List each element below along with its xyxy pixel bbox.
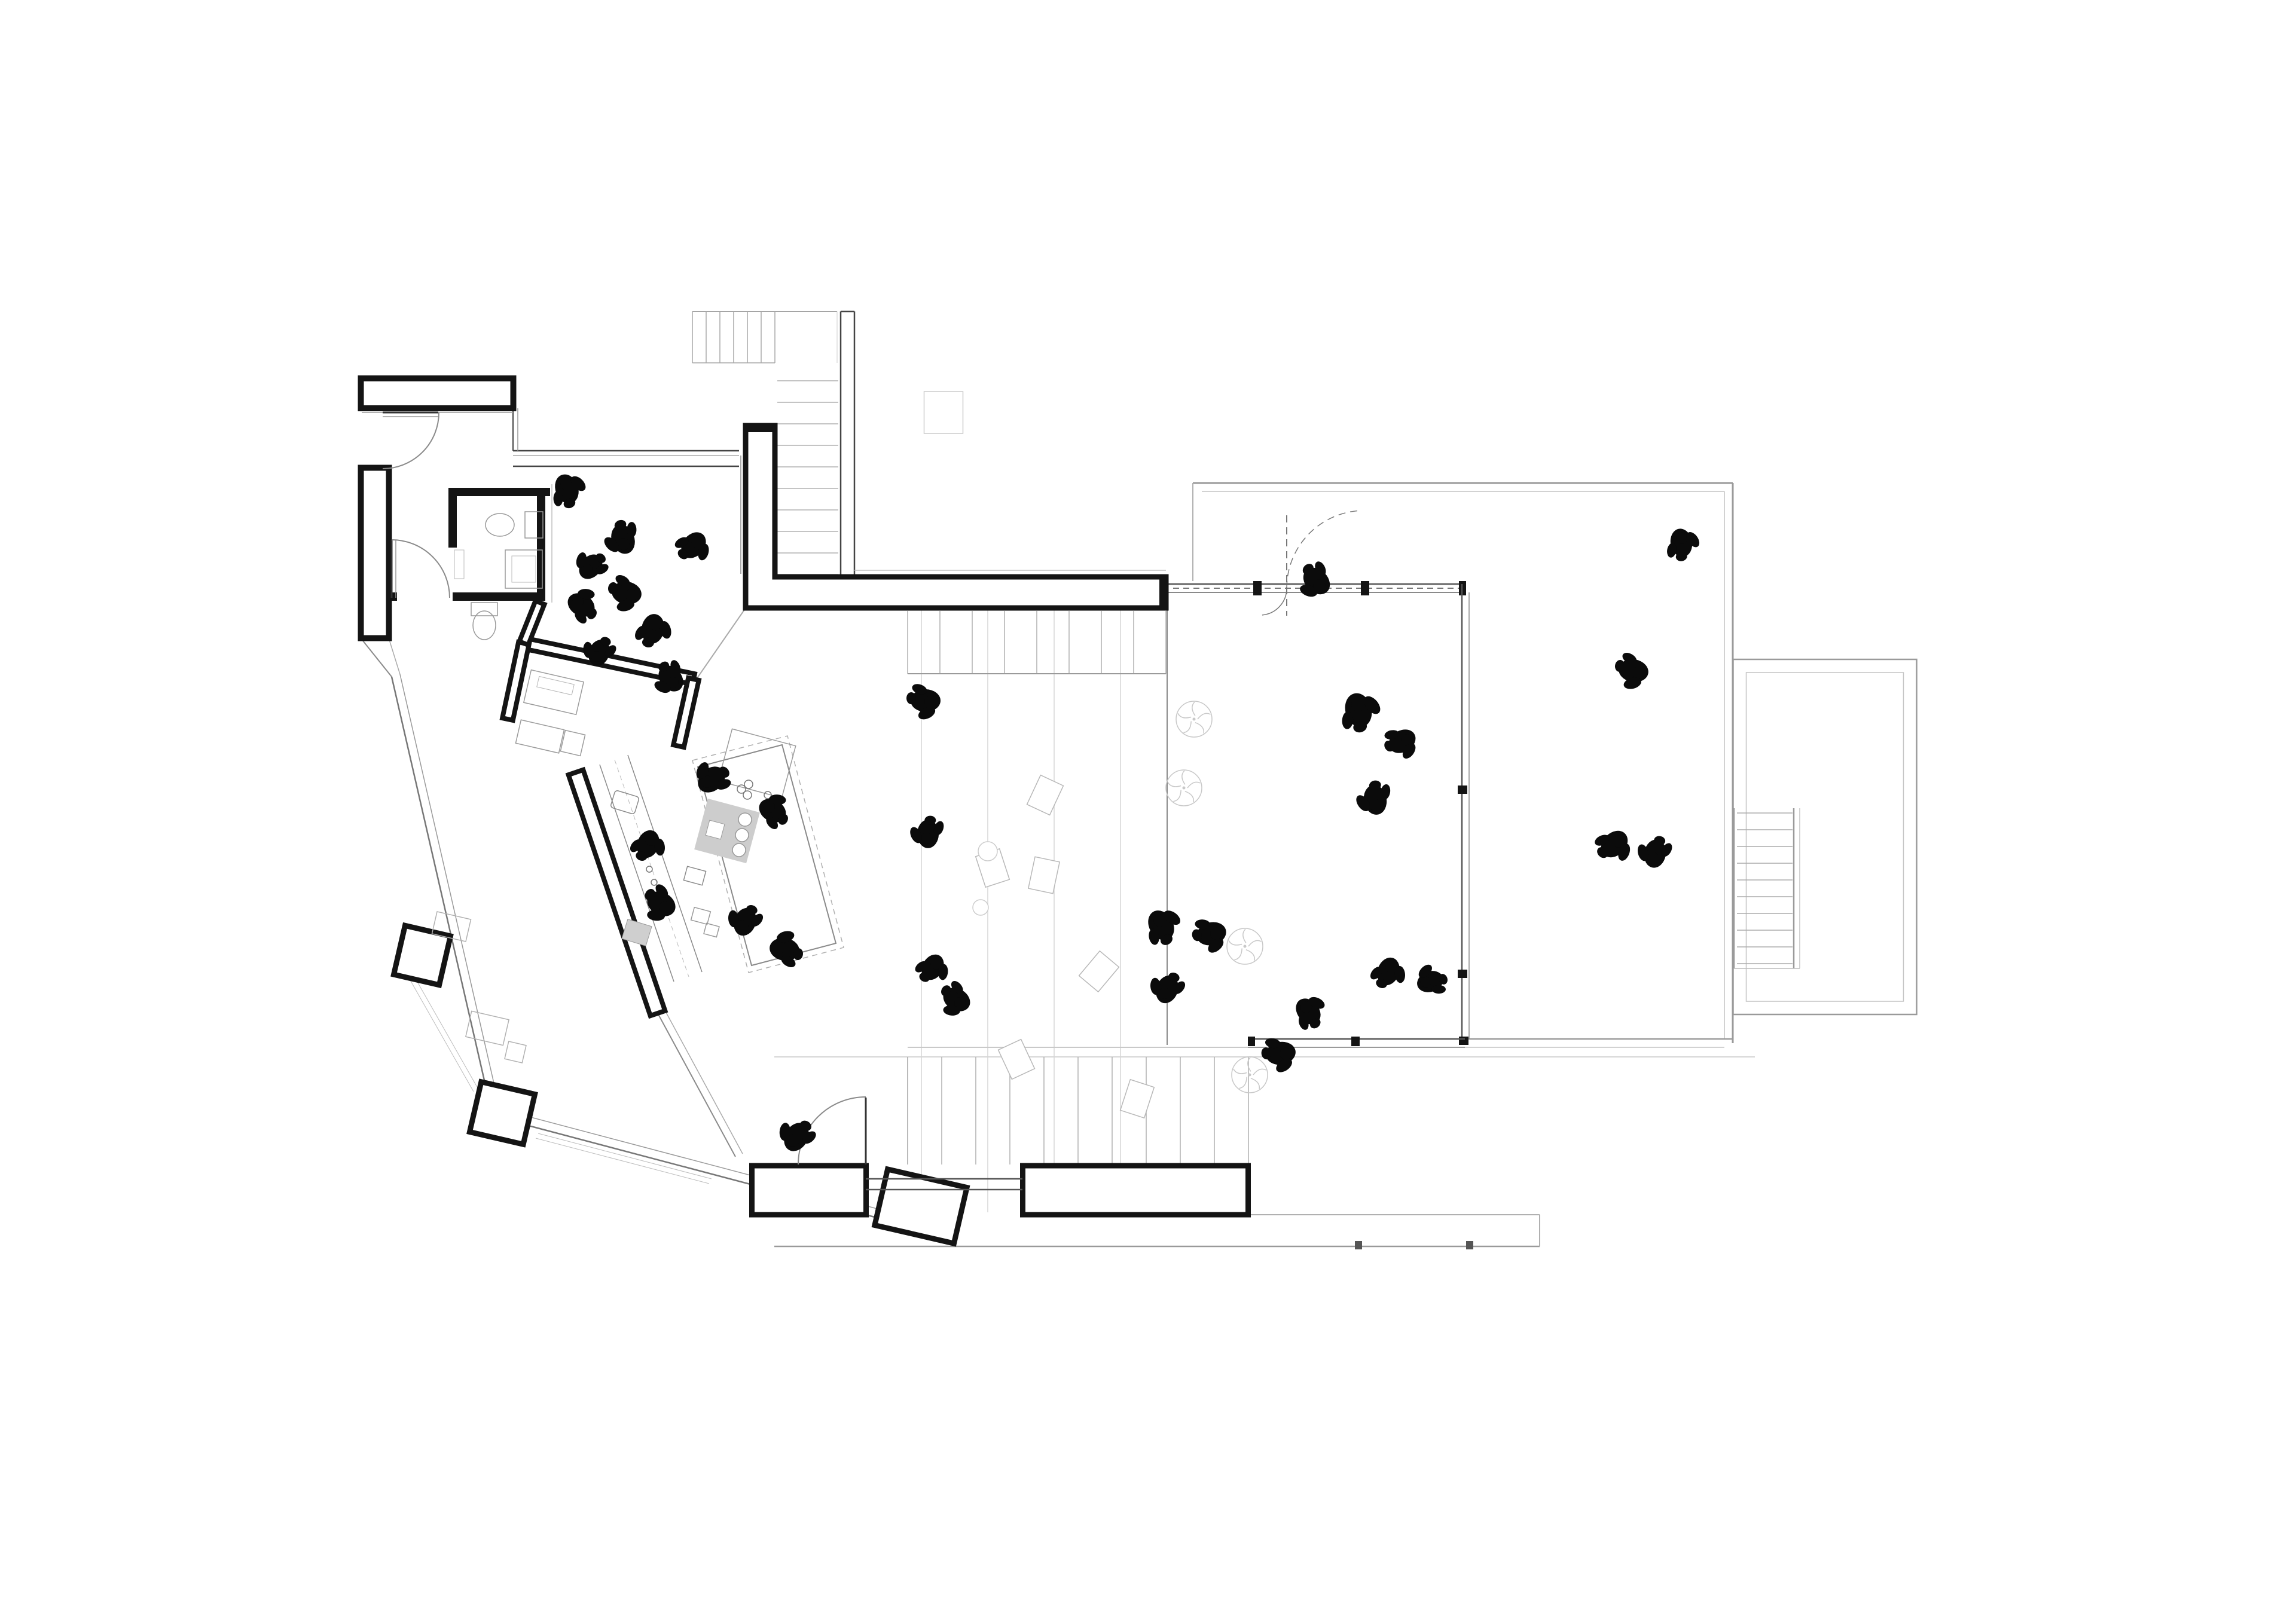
layer-terrace-and-deck	[774, 482, 1918, 1249]
person-silhouette	[1351, 778, 1396, 818]
person-silhouette	[1288, 554, 1341, 607]
person-silhouette	[1587, 820, 1640, 873]
person-silhouette	[560, 580, 607, 629]
person-silhouette	[930, 975, 978, 1025]
person-silhouette	[567, 541, 615, 588]
layer-stairs-central	[692, 311, 1249, 1164]
person-silhouette	[604, 571, 645, 617]
person-silhouette	[908, 815, 946, 848]
person-silhouette	[1377, 719, 1425, 768]
layer-bath-fixtures	[454, 511, 544, 640]
layer-scattered-papers	[972, 774, 1155, 1119]
person-silhouette	[1611, 649, 1651, 695]
person-silhouette	[631, 611, 677, 652]
person-silhouette	[770, 1109, 822, 1160]
person-silhouette	[1188, 912, 1232, 959]
layer-kitchen-island	[683, 728, 844, 973]
layer-doors	[382, 411, 1362, 1165]
person-silhouette	[668, 522, 719, 572]
person-silhouette	[909, 947, 956, 992]
person-silhouette	[1136, 900, 1191, 953]
layer-wing-rotated	[390, 597, 970, 1247]
person-silhouette	[1365, 952, 1412, 996]
person-silhouette	[1661, 525, 1705, 564]
person-silhouette	[596, 515, 646, 561]
person-silhouette	[1333, 687, 1388, 737]
person-silhouette	[1286, 988, 1336, 1037]
layer-floor-guides	[774, 391, 1755, 1212]
person-silhouette	[1410, 958, 1452, 1002]
person-silhouette	[1632, 832, 1676, 871]
person-silhouette	[906, 682, 941, 722]
layer-thick-walls	[358, 375, 1251, 1218]
layer-ceiling-fans	[1165, 701, 1268, 1093]
